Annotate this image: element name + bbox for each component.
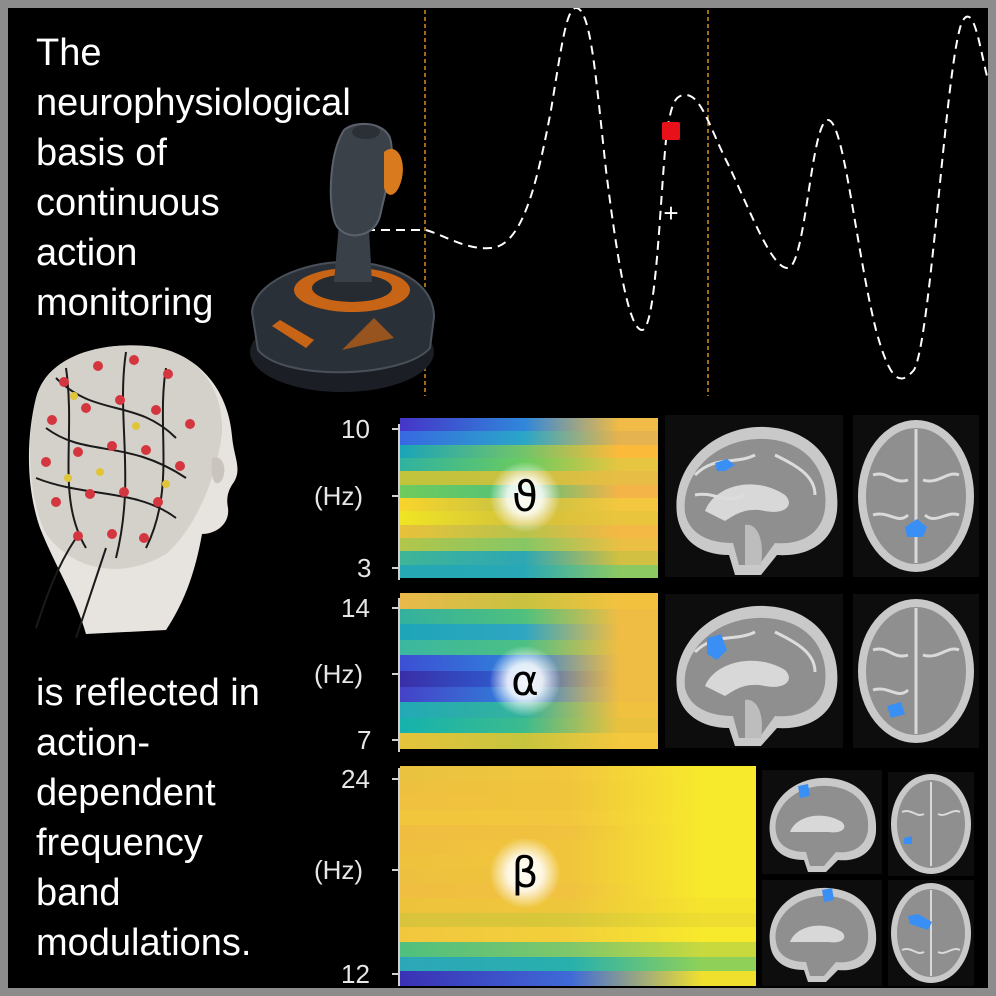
beta-symbol: β [490, 838, 560, 908]
heatmap-row [400, 897, 756, 913]
target-trace [366, 6, 989, 380]
band-axes [392, 424, 400, 986]
heatmap-row [400, 824, 756, 840]
fixation-plus: + [663, 198, 678, 228]
heatmap-row [400, 593, 658, 609]
heatmap-row [400, 733, 658, 749]
heatmap-row [400, 431, 658, 445]
brain-axial-icon-alpha [853, 594, 979, 748]
joystick-top-button [352, 125, 380, 139]
heatmap-row [400, 551, 658, 565]
beta-unit-tick: (Hz) [314, 855, 364, 885]
heatmap-row [400, 839, 756, 854]
heatmap-row [400, 971, 756, 986]
title-line: continuous [36, 182, 220, 224]
joystick-accent-left [272, 320, 314, 348]
body-line: modulations. [36, 922, 252, 964]
electrodes-yellow [64, 392, 170, 488]
joystick-grip [329, 122, 393, 237]
body-line: is reflected in [36, 672, 260, 714]
theta-unit-tick: (Hz) [314, 481, 364, 511]
heatmap-row [400, 780, 756, 796]
roi-alpha-sagittal [707, 634, 727, 660]
roi-alpha-axial [887, 702, 905, 718]
heatmap-row [400, 444, 658, 458]
heatmap-row [400, 608, 658, 625]
heatmap-row [400, 717, 658, 734]
heatmap-beta [400, 766, 756, 986]
heatmap-row [400, 868, 756, 884]
title-line: action [36, 232, 138, 274]
roi-theta-sagittal [715, 459, 735, 471]
joystick-icon [250, 122, 436, 392]
joystick-accent-right [342, 318, 394, 350]
heatmap-row [400, 766, 756, 781]
theta-symbol: ϑ [490, 462, 560, 532]
joystick-trigger [384, 148, 403, 195]
alpha-top-tick: 14 [341, 593, 370, 623]
electrodes [41, 355, 195, 543]
body-line: dependent [36, 772, 216, 814]
alpha-symbol: α [490, 646, 560, 716]
cursor-marker [662, 122, 680, 140]
roi-beta-sagittal-lower [822, 888, 834, 902]
theta-top-tick: 10 [341, 414, 370, 444]
tracking-trace-panel: + [366, 0, 990, 400]
heatmap-row [400, 418, 658, 432]
heatmap-row [400, 809, 756, 825]
beta-bottom-tick: 12 [341, 959, 370, 989]
heatmap-row [400, 912, 756, 928]
heatmap-row [400, 883, 756, 898]
alpha-unit-tick: (Hz) [314, 659, 364, 689]
eeg-cap-icon [28, 345, 238, 638]
heatmap-row [400, 564, 658, 578]
roi-theta-axial [905, 519, 927, 537]
heatmap-alpha [400, 593, 658, 749]
ear [211, 457, 225, 484]
heatmap-row [400, 941, 756, 957]
title-line: monitoring [36, 282, 214, 324]
alpha-bottom-tick: 7 [357, 725, 372, 755]
heatmap-row [400, 537, 658, 552]
cap-fabric [30, 345, 223, 569]
brain-axial-icon [853, 415, 979, 577]
title-line: neurophysiological [36, 82, 351, 124]
body-line: band [36, 872, 121, 914]
joystick-base-inner [312, 274, 392, 302]
roi-beta-axial-lower [908, 914, 932, 930]
body-line: frequency [36, 822, 203, 864]
body-line: action- [36, 722, 151, 764]
brain-sagittal-icon-beta-lower [762, 880, 882, 986]
brain-axial-icon-beta-lower [888, 880, 974, 986]
beta-top-tick: 24 [341, 764, 370, 794]
heatmap-row [400, 853, 756, 869]
heatmap-row [400, 795, 756, 810]
title-line: The [36, 32, 102, 74]
brain-sagittal-icon-alpha [665, 594, 843, 748]
brain-sagittal-icon [665, 415, 843, 577]
trace-panel-background [366, 0, 990, 400]
roi-beta-sagittal-upper [798, 784, 810, 798]
roi-beta-axial-upper [904, 836, 912, 844]
brain-axial-icon-beta-upper [888, 772, 974, 876]
heatmap-row [400, 956, 756, 972]
brain-sagittal-icon-beta-upper [762, 770, 882, 874]
heatmap-row [400, 927, 756, 942]
heatmap-row [400, 624, 658, 640]
theta-bottom-tick: 3 [357, 553, 372, 583]
title-line: basis of [36, 132, 167, 174]
